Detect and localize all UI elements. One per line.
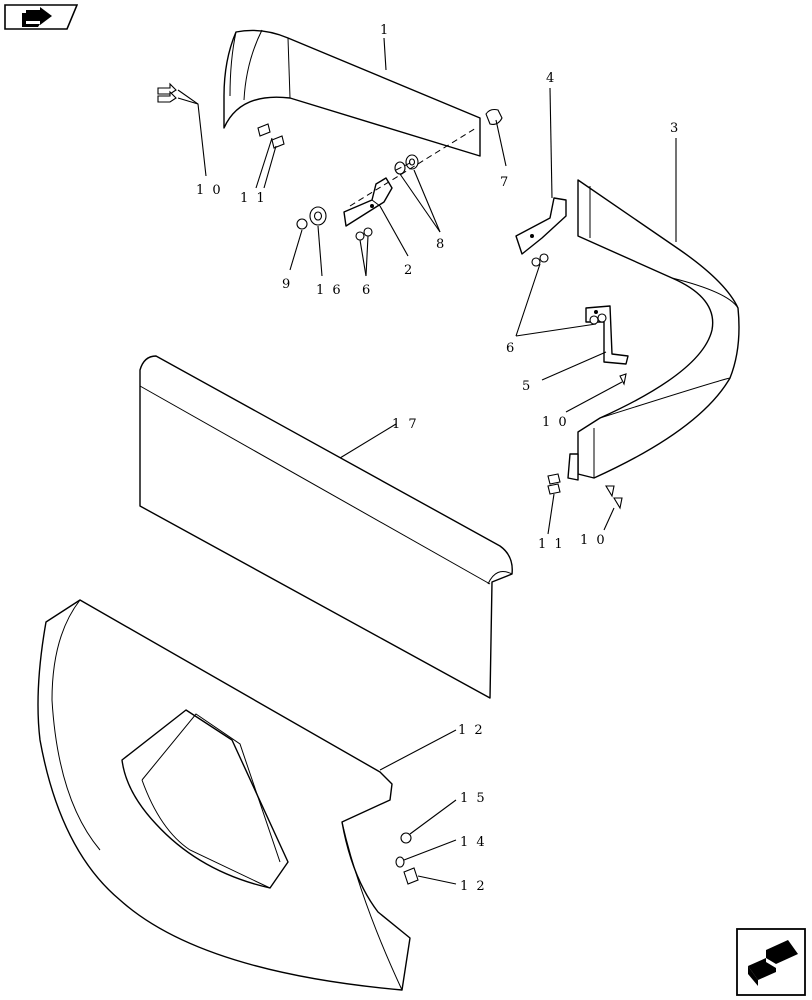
callout-4: 4 <box>546 71 556 86</box>
callout-11: 1 1 <box>240 191 267 206</box>
callout-15: 1 5 <box>460 791 487 806</box>
callout-8: 8 <box>436 237 446 252</box>
hardware-items <box>157 82 627 885</box>
callout-14: 1 4 <box>460 835 487 850</box>
callout-12: 1 2 <box>458 723 485 738</box>
callout-2: 2 <box>404 263 414 278</box>
callout-1: 1 <box>380 23 390 38</box>
part-4-bracket <box>515 197 567 255</box>
callout-9: 9 <box>282 277 292 292</box>
callout-5: 5 <box>522 379 532 394</box>
callout-11: 1 1 <box>538 537 565 552</box>
callout-3: 3 <box>670 121 680 136</box>
part-17-center-panel <box>139 355 513 699</box>
callout-10: 1 0 <box>542 415 569 430</box>
callout-17: 1 7 <box>392 417 419 432</box>
callout-10: 1 0 <box>196 183 223 198</box>
callout-6: 6 <box>362 283 372 298</box>
callout-16: 1 6 <box>316 283 343 298</box>
part-5-bracket <box>585 305 629 365</box>
part-12-lower-panel <box>37 599 411 991</box>
callout-6: 6 <box>506 341 516 356</box>
part-3-side-fender <box>567 179 740 481</box>
callout-labels: 1 2 3 4 5 6 6 7 8 9 1 0 1 0 1 0 1 1 1 1 … <box>196 23 680 894</box>
part-1-fender-panel <box>223 29 481 157</box>
callout-10: 1 0 <box>580 533 607 548</box>
previous-page-icon[interactable] <box>4 4 78 30</box>
callout-12: 1 2 <box>460 879 487 894</box>
callout-7: 7 <box>500 175 510 190</box>
next-page-icon[interactable] <box>736 928 806 996</box>
leader-lines <box>177 37 677 885</box>
part-2-bracket <box>343 177 393 227</box>
